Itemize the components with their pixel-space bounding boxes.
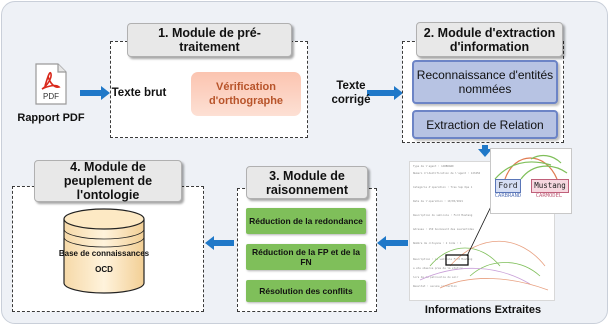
zoom-arcs — [494, 154, 568, 180]
extracted-caption: Informations Extraites — [424, 304, 542, 316]
doc-line: Categorie d'operation : Tres Sup Ope 1 — [413, 186, 473, 189]
arrow-extracted-to-module3 — [377, 236, 408, 250]
module4-title: 4. Module de peuplement de l'ontologie — [34, 160, 182, 202]
doc-line: Nombre de citoyens : 2 Code : 1 — [413, 242, 462, 245]
knowledge-base-cylinder: Base de connaissances OCD — [59, 207, 149, 297]
pdf-caption: Rapport PDF — [17, 112, 85, 124]
module1-title: 1. Module de pré-traitement — [127, 23, 292, 57]
arrow-module3-to-module4 — [205, 236, 234, 250]
reduction-fp-fn-box: Réduction de la FP et de la FN — [246, 244, 366, 270]
knowledge-base-ocd: OCD — [95, 265, 113, 274]
document-lines-bottom: Description : Le vehicule Ford Mustang a… — [413, 258, 551, 294]
arrow-module2-to-extracted — [478, 145, 492, 157]
entity-mustang: Mustang — [531, 179, 569, 193]
verification-orthographe-box: Vérification d'orthographe — [191, 72, 301, 116]
doc-line: Description du vehicule : Ford Mustang — [413, 214, 473, 217]
doc-line: Date de l'operation : 10/05/2021 — [413, 200, 463, 203]
doc-line: Resultat : aucune infraction — [413, 285, 457, 288]
doc-line: a ete observe pres de la station — [413, 267, 463, 270]
module3-title: 3. Module de raisonnement — [246, 166, 368, 199]
arrow-pdf-to-module1 — [80, 86, 110, 100]
doc-line: Description : Le vehicule Ford Mustang — [413, 258, 473, 261]
entity-type-carbrand: CARBRAND — [494, 193, 522, 199]
reduction-redondance-box: Réduction de la redondance — [246, 208, 366, 234]
resolution-conflits-box: Résolution des conflits — [246, 280, 366, 302]
pdf-icon-text: PDF — [43, 92, 59, 101]
extracted-document: Type de l'agent : CARBRAND Numero d'iden… — [409, 148, 572, 301]
doc-line: Adresse : 159 boulevard des Laurentides — [413, 228, 474, 231]
doc-line: lors de la patrouille du soir — [413, 276, 459, 279]
entity-type-carmodel: CARMODEL — [535, 193, 563, 199]
doc-line: Type de l'agent : CARBRAND — [413, 165, 454, 168]
zoom-inset: Ford CARBRAND Mustang CARMODEL — [490, 148, 572, 214]
texte-corrige-label: Texte corrigé — [331, 80, 371, 106]
entity-ford: Ford — [495, 179, 521, 193]
arrow-corrige-to-module2 — [367, 86, 403, 100]
annotation-arcs — [419, 191, 549, 291]
ner-box: Reconnaissance d'entités nommées — [412, 60, 558, 104]
document-lines: Type de l'agent : CARBRAND Numero d'iden… — [413, 165, 513, 254]
knowledge-base-label: Base de connaissances — [58, 249, 150, 258]
doc-line: Numero d'identification de l'agent : 123… — [413, 172, 481, 175]
pdf-file-icon: PDF — [34, 62, 68, 106]
texte-brut-label: Texte brut — [111, 87, 167, 99]
relation-extraction-box: Extraction de Relation — [412, 110, 558, 139]
module2-title: 2. Module d'extraction d'information — [416, 22, 563, 57]
